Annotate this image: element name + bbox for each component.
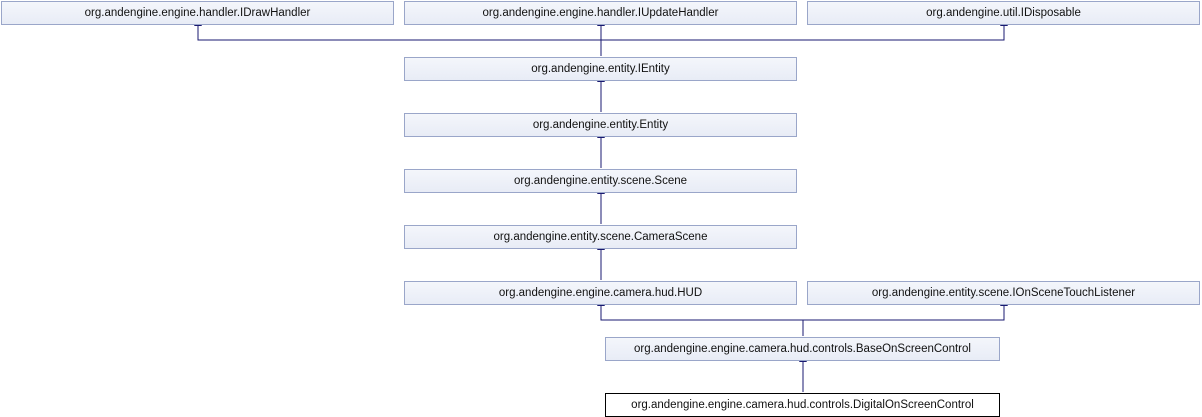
class-node-idrawhandler[interactable]: org.andengine.engine.handler.IDrawHandle… [1, 1, 394, 25]
edge-ientity-to-interfaces [194, 19, 602, 56]
class-node-hud[interactable]: org.andengine.engine.camera.hud.HUD [404, 281, 797, 305]
class-node-baseonscreencontrol[interactable]: org.andengine.engine.camera.hud.controls… [605, 337, 1000, 361]
edge-base-to-listener [803, 299, 1008, 321]
class-node-idisposable[interactable]: org.andengine.util.IDisposable [807, 1, 1200, 25]
class-node-ionscenetouchlistener[interactable]: org.andengine.entity.scene.IOnSceneTouch… [807, 281, 1200, 305]
class-node-ientity[interactable]: org.andengine.entity.IEntity [404, 57, 797, 81]
class-node-digitalonscreencontrol: org.andengine.engine.camera.hud.controls… [605, 393, 1000, 417]
class-node-entity[interactable]: org.andengine.entity.Entity [404, 113, 797, 137]
edge-ientity-to-idisposable [601, 19, 1008, 41]
class-node-iupdatehandler[interactable]: org.andengine.engine.handler.IUpdateHand… [404, 1, 797, 25]
class-node-camerascene[interactable]: org.andengine.entity.scene.CameraScene [404, 225, 797, 249]
class-node-scene[interactable]: org.andengine.entity.scene.Scene [404, 169, 797, 193]
edge-base-to-hud [597, 299, 804, 336]
